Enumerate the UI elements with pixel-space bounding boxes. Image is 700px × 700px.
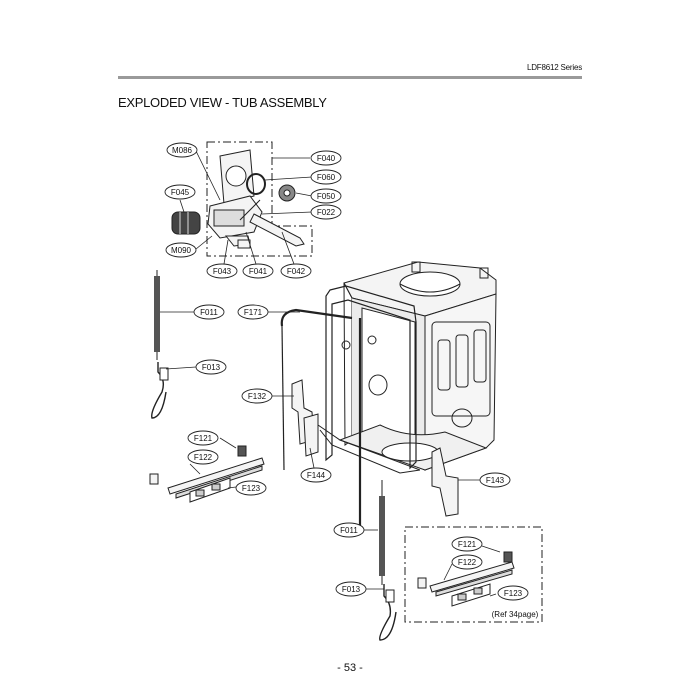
svg-text:F040: F040: [317, 154, 336, 163]
svg-text:F060: F060: [317, 173, 336, 182]
callout-f060: F060: [310, 169, 342, 185]
svg-text:F123: F123: [504, 589, 523, 598]
callout-f121-right: F121: [451, 536, 483, 552]
svg-text:F121: F121: [194, 434, 213, 443]
svg-text:F123: F123: [242, 484, 261, 493]
leader-lines: [160, 150, 501, 597]
svg-text:F143: F143: [486, 476, 505, 485]
svg-text:F122: F122: [194, 453, 213, 462]
svg-text:F011: F011: [340, 526, 358, 535]
svg-text:F043: F043: [213, 267, 232, 276]
svg-text:F122: F122: [458, 558, 477, 567]
page-number: - 53 -: [337, 662, 363, 674]
hinge-f143: [431, 447, 459, 517]
callout-f121-left: F121: [187, 430, 219, 446]
door-gasket-f171: [325, 285, 417, 470]
part-callouts: M086 F040 F060 F045 F050 F022 M090 F043 …: [164, 142, 529, 601]
callout-f122-left: F122: [187, 449, 219, 465]
svg-text:F121: F121: [458, 540, 477, 549]
svg-text:F050: F050: [317, 192, 336, 201]
svg-text:F171: F171: [244, 308, 263, 317]
callout-f040: F040: [310, 150, 342, 166]
svg-text:F013: F013: [202, 363, 221, 372]
svg-text:F041: F041: [249, 267, 268, 276]
callout-f122-right: F122: [451, 554, 483, 570]
spring-f011-top: [154, 270, 160, 360]
callout-f011-bottom: F011: [333, 522, 365, 538]
callout-f143: F143: [479, 472, 511, 488]
callout-f171: F171: [237, 304, 269, 320]
callout-f132: F132: [241, 388, 273, 404]
group-box-top: [206, 141, 313, 257]
callout-f045: F045: [164, 184, 196, 200]
callout-m090: M090: [165, 242, 197, 258]
svg-text:F022: F022: [317, 208, 336, 217]
svg-text:M090: M090: [171, 246, 192, 255]
callout-f041: F041: [242, 263, 274, 279]
svg-text:F011: F011: [200, 308, 218, 317]
callout-f123-left: F123: [235, 480, 267, 496]
callout-f043: F043: [206, 263, 238, 279]
cable-f013-bottom: [379, 584, 397, 641]
reference-note: (Ref 34page): [492, 610, 539, 619]
header-rule: [118, 76, 582, 79]
svg-text:F045: F045: [171, 188, 190, 197]
hinge-f144: [303, 413, 319, 457]
group-box-bottom-right: [404, 526, 543, 623]
rail-assembly-right: [417, 551, 515, 607]
gasket-seal-strip: [280, 308, 362, 530]
spring-f011-bottom: [379, 480, 385, 585]
svg-text:F042: F042: [287, 267, 306, 276]
svg-text:F144: F144: [307, 471, 326, 480]
callout-f013-top: F013: [195, 359, 227, 375]
callout-f013-bottom: F013: [335, 581, 367, 597]
callout-f022: F022: [310, 204, 342, 220]
callout-f144: F144: [300, 467, 332, 483]
svg-text:F132: F132: [248, 392, 267, 401]
callout-m086: M086: [166, 142, 198, 158]
svg-text:F013: F013: [342, 585, 361, 594]
model-series-label: LDF8612 Series: [526, 63, 582, 72]
page-title: EXPLODED VIEW - TUB ASSEMBLY: [118, 95, 327, 110]
callout-f042: F042: [280, 263, 312, 279]
pump-assembly: [171, 149, 305, 249]
svg-text:M086: M086: [172, 146, 193, 155]
callout-f123-right: F123: [497, 585, 529, 601]
tub-body: [317, 261, 497, 474]
callout-f050: F050: [310, 188, 342, 204]
callout-f011-top: F011: [193, 304, 225, 320]
